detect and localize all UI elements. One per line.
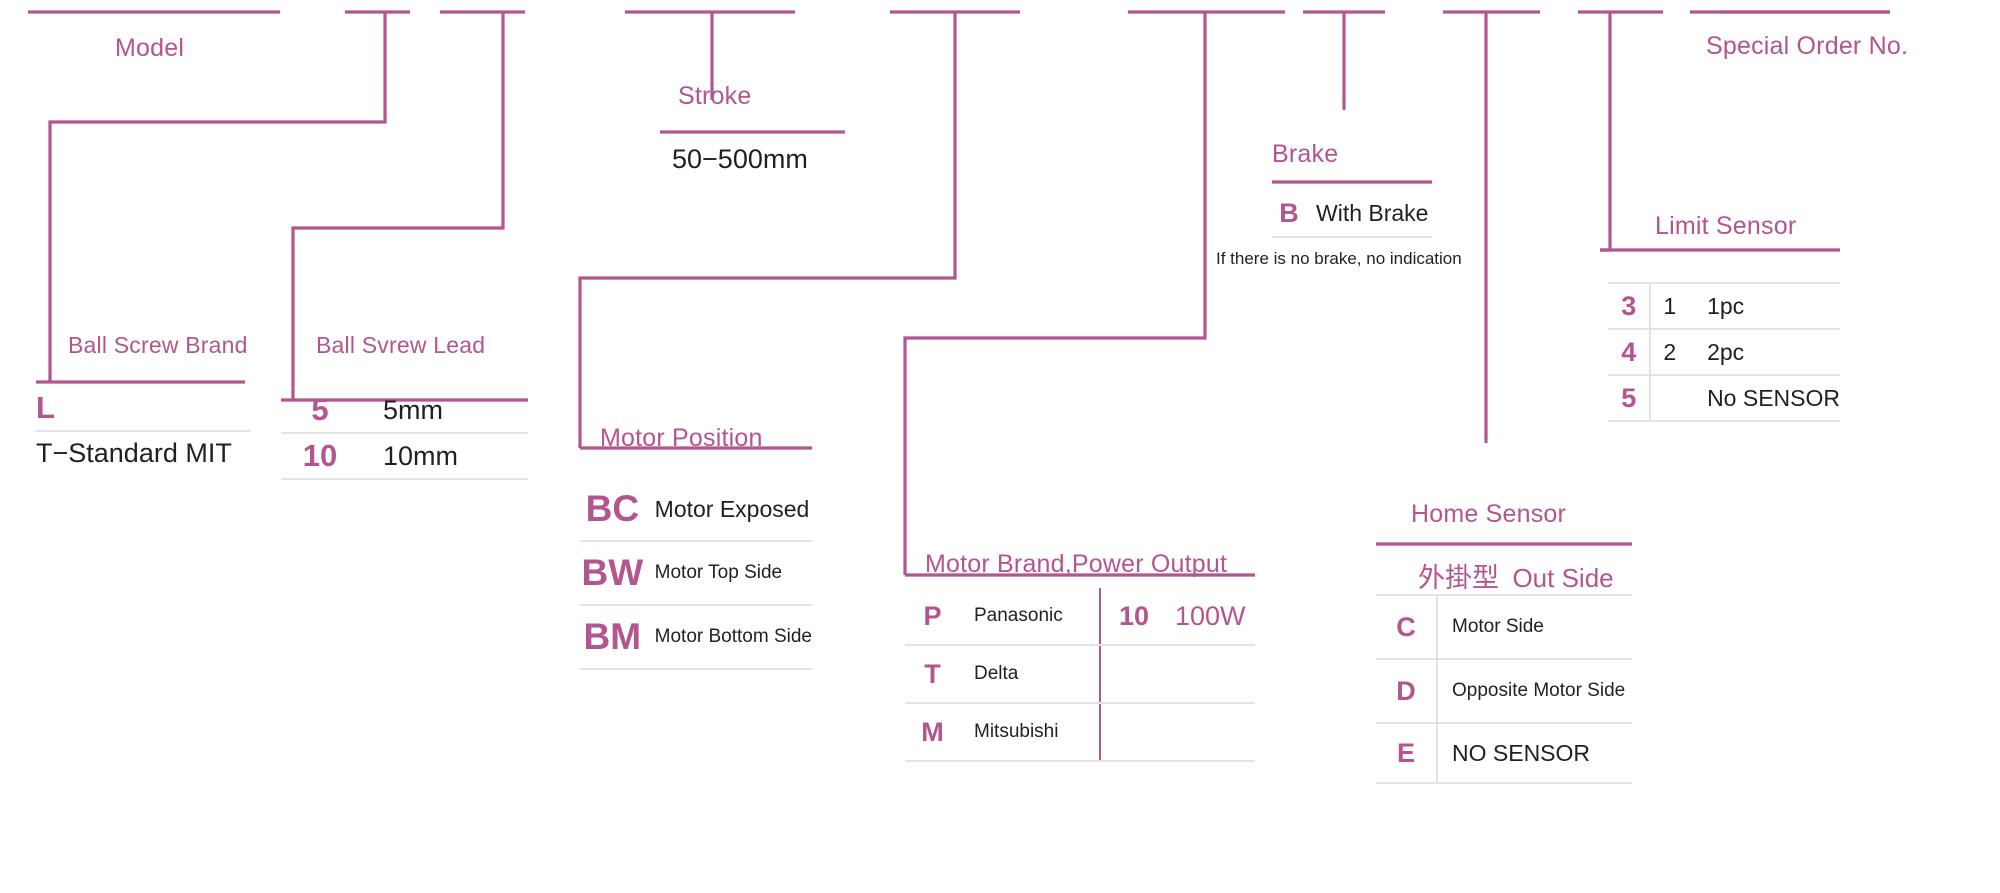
home-sensor-desc-1: Opposite Motor Side bbox=[1436, 659, 1632, 724]
limit-sensor-qty-0: 1 bbox=[1649, 282, 1698, 330]
section-title-motor-brand-power: Motor Brand,Power Output bbox=[925, 550, 1228, 578]
table-row[interactable]: BW Motor Top Side bbox=[580, 541, 812, 606]
brake-table: B With Brake bbox=[1272, 190, 1432, 238]
motor-position-table: BC Motor Exposed BW Motor Top Side BM Mo… bbox=[580, 478, 812, 670]
motor-brand-desc-0: Panasonic bbox=[960, 588, 1100, 646]
limit-sensor-code-1: 4 bbox=[1608, 329, 1651, 376]
motor-position-desc-0: Motor Exposed bbox=[644, 478, 812, 542]
section-title-home-sensor: Home Sensor bbox=[1411, 500, 1567, 528]
home-sensor-subtitle: 外掛型 Out Side bbox=[1418, 556, 1614, 595]
home-sensor-code-1: D bbox=[1376, 659, 1437, 724]
brake-desc-0: With Brake bbox=[1306, 190, 1432, 238]
brake-note: If there is no brake, no indication bbox=[1216, 249, 1462, 268]
limit-sensor-qty-1: 2 bbox=[1649, 329, 1698, 376]
table-row[interactable]: C Motor Side bbox=[1376, 594, 1632, 660]
ball-screw-brand-description: T−Standard MIT bbox=[36, 438, 232, 468]
motor-brand-desc-1: Delta bbox=[960, 645, 1100, 704]
power-output-code-2 bbox=[1099, 703, 1167, 762]
table-row[interactable]: D Opposite Motor Side bbox=[1376, 659, 1632, 724]
table-row[interactable]: 10 10mm bbox=[281, 433, 528, 480]
limit-sensor-desc-1: 2pc bbox=[1697, 329, 1840, 376]
limit-sensor-table: 3 1 1pc 4 2 2pc 5 No SENSOR bbox=[1608, 282, 1840, 422]
ball-screw-brand-values: L T−Standard MIT bbox=[36, 388, 251, 472]
limit-sensor-qty-2 bbox=[1649, 375, 1698, 422]
table-row[interactable]: E NO SENSOR bbox=[1376, 723, 1632, 784]
motor-brand-code-0: P bbox=[905, 588, 960, 646]
power-output-desc-0: 100W bbox=[1167, 588, 1255, 646]
home-sensor-subtitle-cjk: 外掛型 bbox=[1418, 563, 1499, 594]
section-title-limit-sensor: Limit Sensor bbox=[1655, 212, 1797, 240]
home-sensor-code-0: C bbox=[1376, 594, 1437, 660]
power-output-desc-2 bbox=[1167, 703, 1255, 762]
power-output-code-1 bbox=[1099, 645, 1167, 704]
limit-sensor-code-2: 5 bbox=[1608, 375, 1651, 422]
table-row[interactable]: BM Motor Bottom Side bbox=[580, 605, 812, 670]
section-title-brake: Brake bbox=[1272, 140, 1339, 168]
table-row[interactable]: 3 1 1pc bbox=[1608, 282, 1840, 330]
power-output-desc-1 bbox=[1167, 645, 1255, 704]
section-title-model: Model bbox=[115, 34, 185, 62]
ball-screw-lead-code-0: 5 bbox=[281, 388, 359, 434]
section-title-ball-screw-lead: Ball Svrew Lead bbox=[316, 332, 486, 358]
motor-brand-power-table: P Panasonic 10 100W T Delta M Mitsubishi bbox=[905, 588, 1255, 762]
brake-code-0: B bbox=[1272, 190, 1306, 238]
motor-position-code-2: BM bbox=[580, 605, 645, 670]
home-sensor-table: C Motor Side D Opposite Motor Side E NO … bbox=[1376, 594, 1632, 784]
table-row[interactable]: T Delta bbox=[905, 645, 1255, 704]
table-row[interactable]: 4 2 2pc bbox=[1608, 329, 1840, 376]
section-title-special-order-no: Special Order No. bbox=[1706, 32, 1909, 60]
motor-position-code-1: BW bbox=[580, 541, 645, 606]
stroke-value: 50−500mm bbox=[672, 144, 808, 174]
ball-screw-brand-code[interactable]: L bbox=[36, 388, 251, 432]
motor-brand-code-1: T bbox=[905, 645, 960, 704]
home-sensor-desc-0: Motor Side bbox=[1436, 594, 1632, 660]
ball-screw-lead-code-1: 10 bbox=[281, 433, 359, 480]
table-row[interactable]: BC Motor Exposed bbox=[580, 478, 812, 542]
motor-position-desc-1: Motor Top Side bbox=[644, 541, 812, 606]
table-row[interactable]: B With Brake bbox=[1272, 190, 1432, 238]
motor-position-desc-2: Motor Bottom Side bbox=[644, 605, 812, 670]
table-row[interactable]: M Mitsubishi bbox=[905, 703, 1255, 762]
home-sensor-subtitle-en: Out Side bbox=[1512, 563, 1614, 593]
motor-position-code-0: BC bbox=[580, 478, 645, 542]
section-title-stroke: Stroke bbox=[678, 82, 752, 110]
section-title-motor-position: Motor Position bbox=[600, 424, 763, 452]
limit-sensor-code-0: 3 bbox=[1608, 282, 1651, 330]
home-sensor-code-2: E bbox=[1376, 723, 1437, 784]
ball-screw-lead-desc-0: 5mm bbox=[359, 388, 528, 434]
ball-screw-lead-desc-1: 10mm bbox=[359, 433, 528, 480]
section-title-ball-screw-brand: Ball Screw Brand bbox=[68, 332, 248, 358]
table-row[interactable]: P Panasonic 10 100W bbox=[905, 588, 1255, 646]
power-output-code-0: 10 bbox=[1099, 588, 1167, 646]
limit-sensor-desc-0: 1pc bbox=[1697, 282, 1840, 330]
table-row[interactable]: 5 No SENSOR bbox=[1608, 375, 1840, 422]
ball-screw-lead-table: 5 5mm 10 10mm bbox=[281, 388, 528, 480]
motor-brand-code-2: M bbox=[905, 703, 960, 762]
home-sensor-desc-2: NO SENSOR bbox=[1436, 723, 1632, 784]
table-row[interactable]: 5 5mm bbox=[281, 388, 528, 434]
motor-brand-desc-2: Mitsubishi bbox=[960, 703, 1100, 762]
limit-sensor-desc-2: No SENSOR bbox=[1697, 375, 1840, 422]
